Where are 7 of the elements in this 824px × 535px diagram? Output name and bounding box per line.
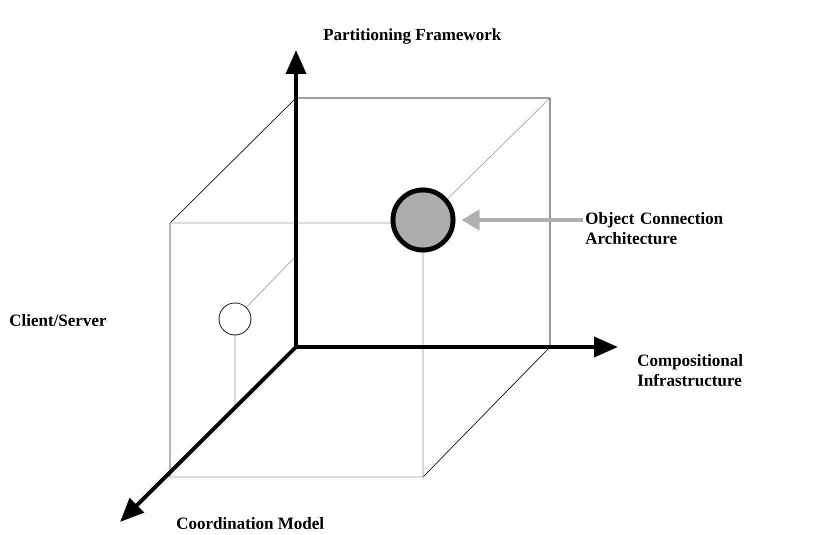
axis-label: Client/Server bbox=[10, 314, 106, 326]
axis-label: Compositional Infrastructure bbox=[638, 354, 743, 386]
axis-label: Partitioning Framework bbox=[324, 28, 502, 44]
marker-circle bbox=[390, 188, 456, 252]
marker-circle bbox=[218, 302, 252, 336]
node-label: Object Connection Architecture bbox=[585, 212, 723, 244]
axis-label: Coordination Model bbox=[177, 517, 324, 529]
